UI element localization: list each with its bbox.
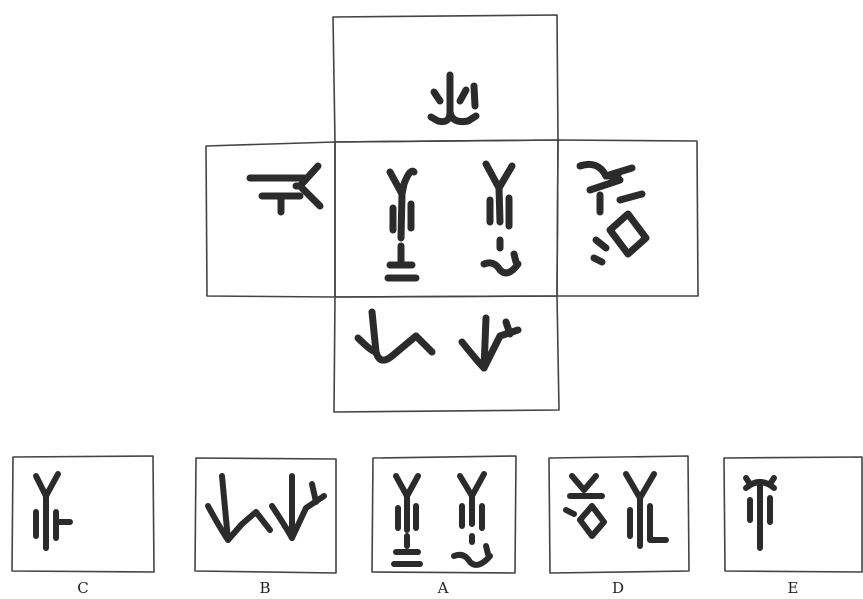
option-a-glyph (394, 474, 490, 565)
option-e-box (724, 457, 862, 572)
option-d-label: D (598, 579, 638, 597)
left-face-glyph (250, 166, 320, 212)
option-a[interactable] (372, 456, 516, 573)
top-face-glyph (431, 75, 476, 122)
option-c-glyph (36, 474, 70, 548)
bottom-face-glyph (358, 312, 518, 368)
option-e[interactable] (724, 457, 862, 572)
right-face-glyph (580, 164, 646, 262)
net-face-center (335, 140, 558, 297)
option-a-box (372, 456, 516, 573)
option-d[interactable] (549, 456, 689, 573)
option-d-glyph (566, 474, 666, 546)
option-e-label: E (773, 579, 813, 597)
option-c-label: C (63, 579, 103, 597)
option-a-label: A (423, 579, 463, 597)
net-face-bottom (334, 296, 559, 412)
option-c[interactable] (12, 456, 154, 572)
center-face-glyph (388, 164, 518, 278)
option-b-label: B (245, 579, 285, 597)
option-e-glyph (746, 478, 774, 548)
option-b-glyph (208, 476, 324, 540)
option-b[interactable] (195, 458, 336, 573)
